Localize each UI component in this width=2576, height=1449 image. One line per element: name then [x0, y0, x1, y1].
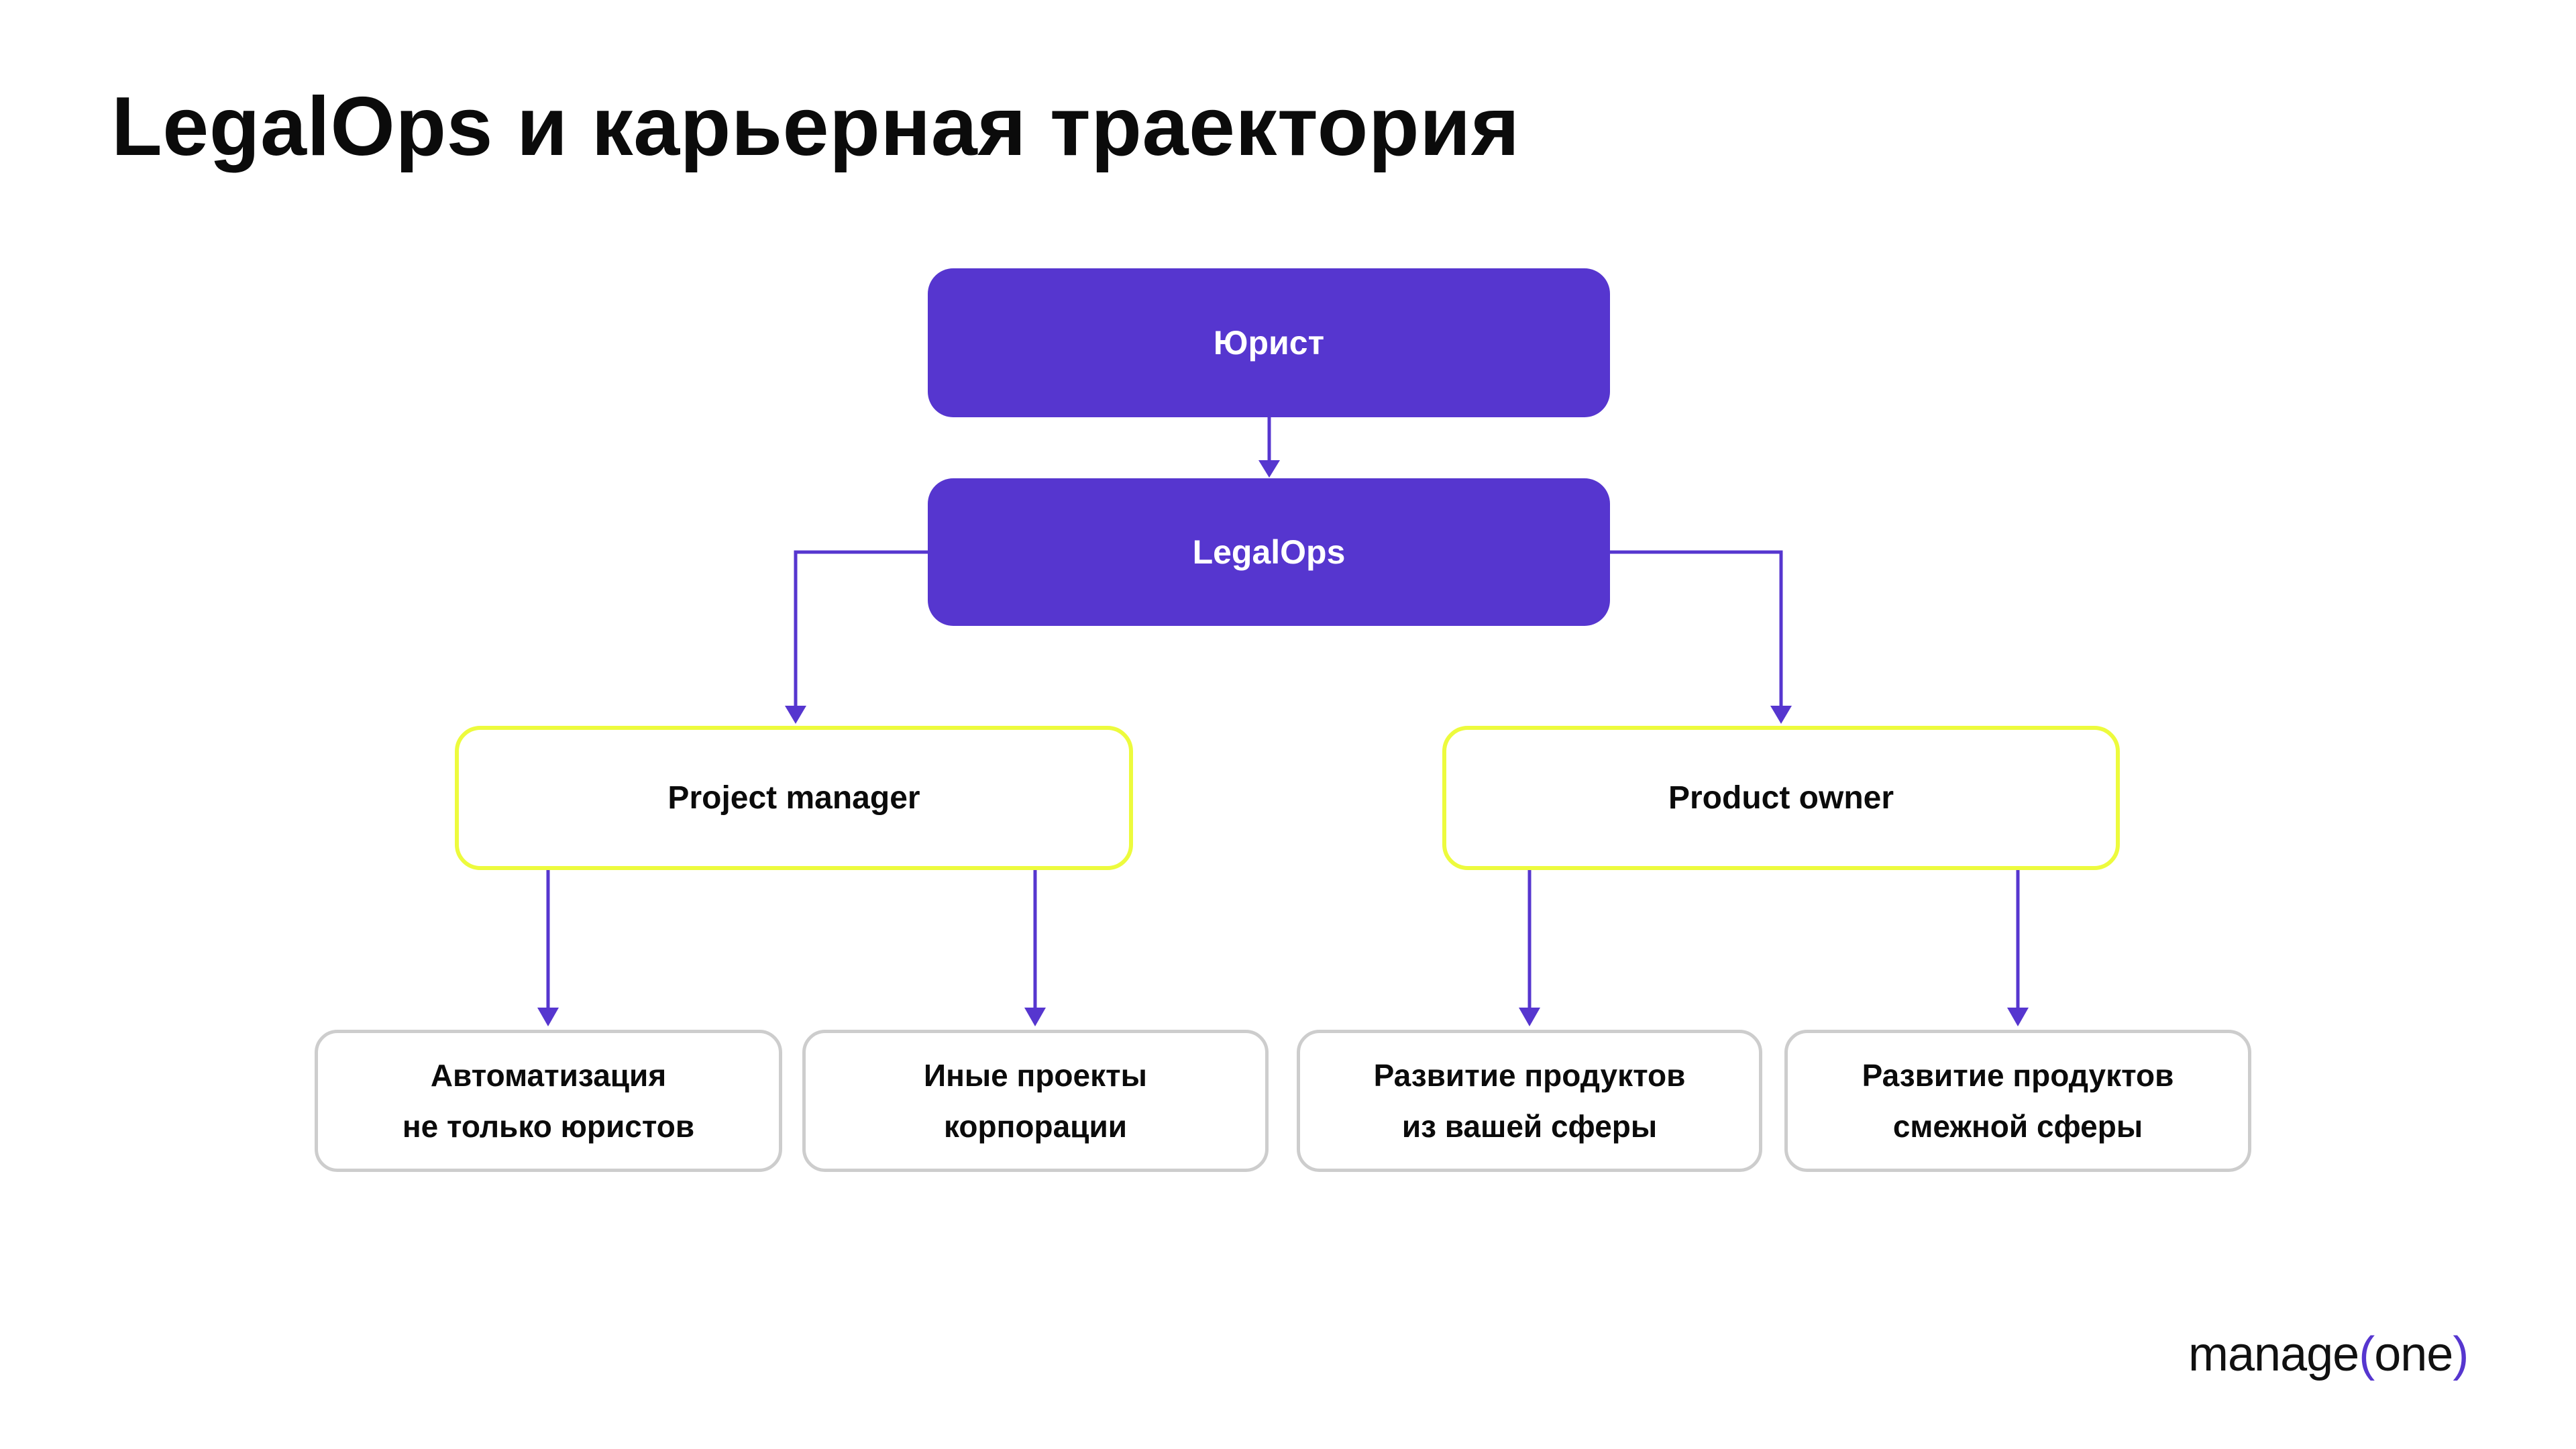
- node-other-projects: Иные проекты корпорации: [802, 1030, 1269, 1172]
- node-lawyer: Юрист: [928, 268, 1610, 417]
- logo: manage(one): [2188, 1327, 2469, 1382]
- node-project-manager: Project manager: [455, 726, 1133, 870]
- arrowhead-legalops-product-owner: [1770, 706, 1792, 724]
- node-products-own-field: Развитие продуктов из вашей сферы: [1297, 1030, 1762, 1172]
- logo-paren-close: ): [2453, 1328, 2469, 1381]
- edge-legalops-project-manager: [794, 550, 928, 707]
- node-automation: Автоматизация не только юристов: [315, 1030, 782, 1172]
- node-products-adjacent: Развитие продуктов смежной сферы: [1784, 1030, 2251, 1172]
- arrowhead-po-products-own-field: [1519, 1008, 1540, 1026]
- edge-legalops-product-owner: [1610, 550, 1783, 707]
- arrowhead-po-products-adjacent: [2007, 1008, 2029, 1026]
- arrowhead-pm-automation: [537, 1008, 559, 1026]
- arrowhead-pm-other-projects: [1024, 1008, 1046, 1026]
- arrowhead-legalops-project-manager: [785, 706, 806, 724]
- node-legalops: LegalOps: [928, 478, 1610, 626]
- logo-word-one: one: [2374, 1328, 2453, 1381]
- logo-paren-open: (: [2359, 1328, 2375, 1381]
- page-title: LegalOps и карьерная траектория: [111, 80, 1520, 173]
- node-product-owner: Product owner: [1442, 726, 2120, 870]
- logo-word-manage: manage: [2188, 1328, 2359, 1381]
- arrowhead-lawyer-legalops: [1258, 460, 1280, 478]
